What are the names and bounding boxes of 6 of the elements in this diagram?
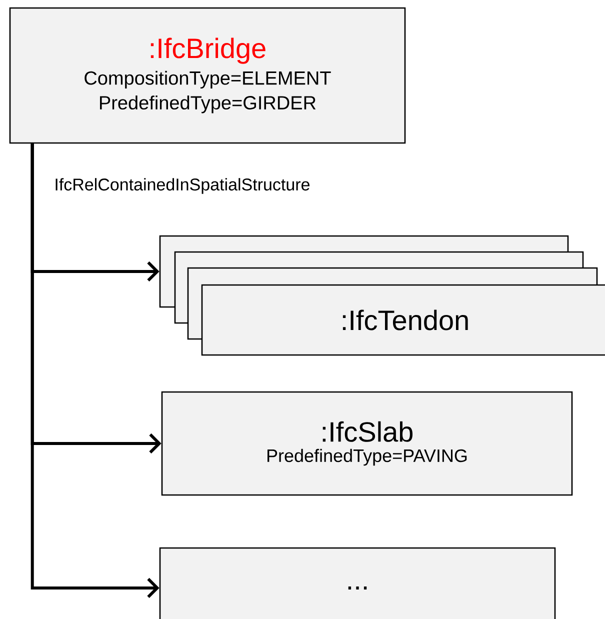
class-box: :IfcBridge CompositionType=ELEMENT PredefinedType=GIRDER — [9, 7, 406, 144]
relationship-label: IfcRelContainedInSpatialStructure — [56, 178, 310, 194]
arrow — [30, 144, 160, 598]
class-box: :IfcTendon — [201, 284, 605, 356]
class-box: :IfcSlab PredefinedType=PAVING — [161, 391, 573, 496]
class-box: ... — [159, 547, 556, 619]
